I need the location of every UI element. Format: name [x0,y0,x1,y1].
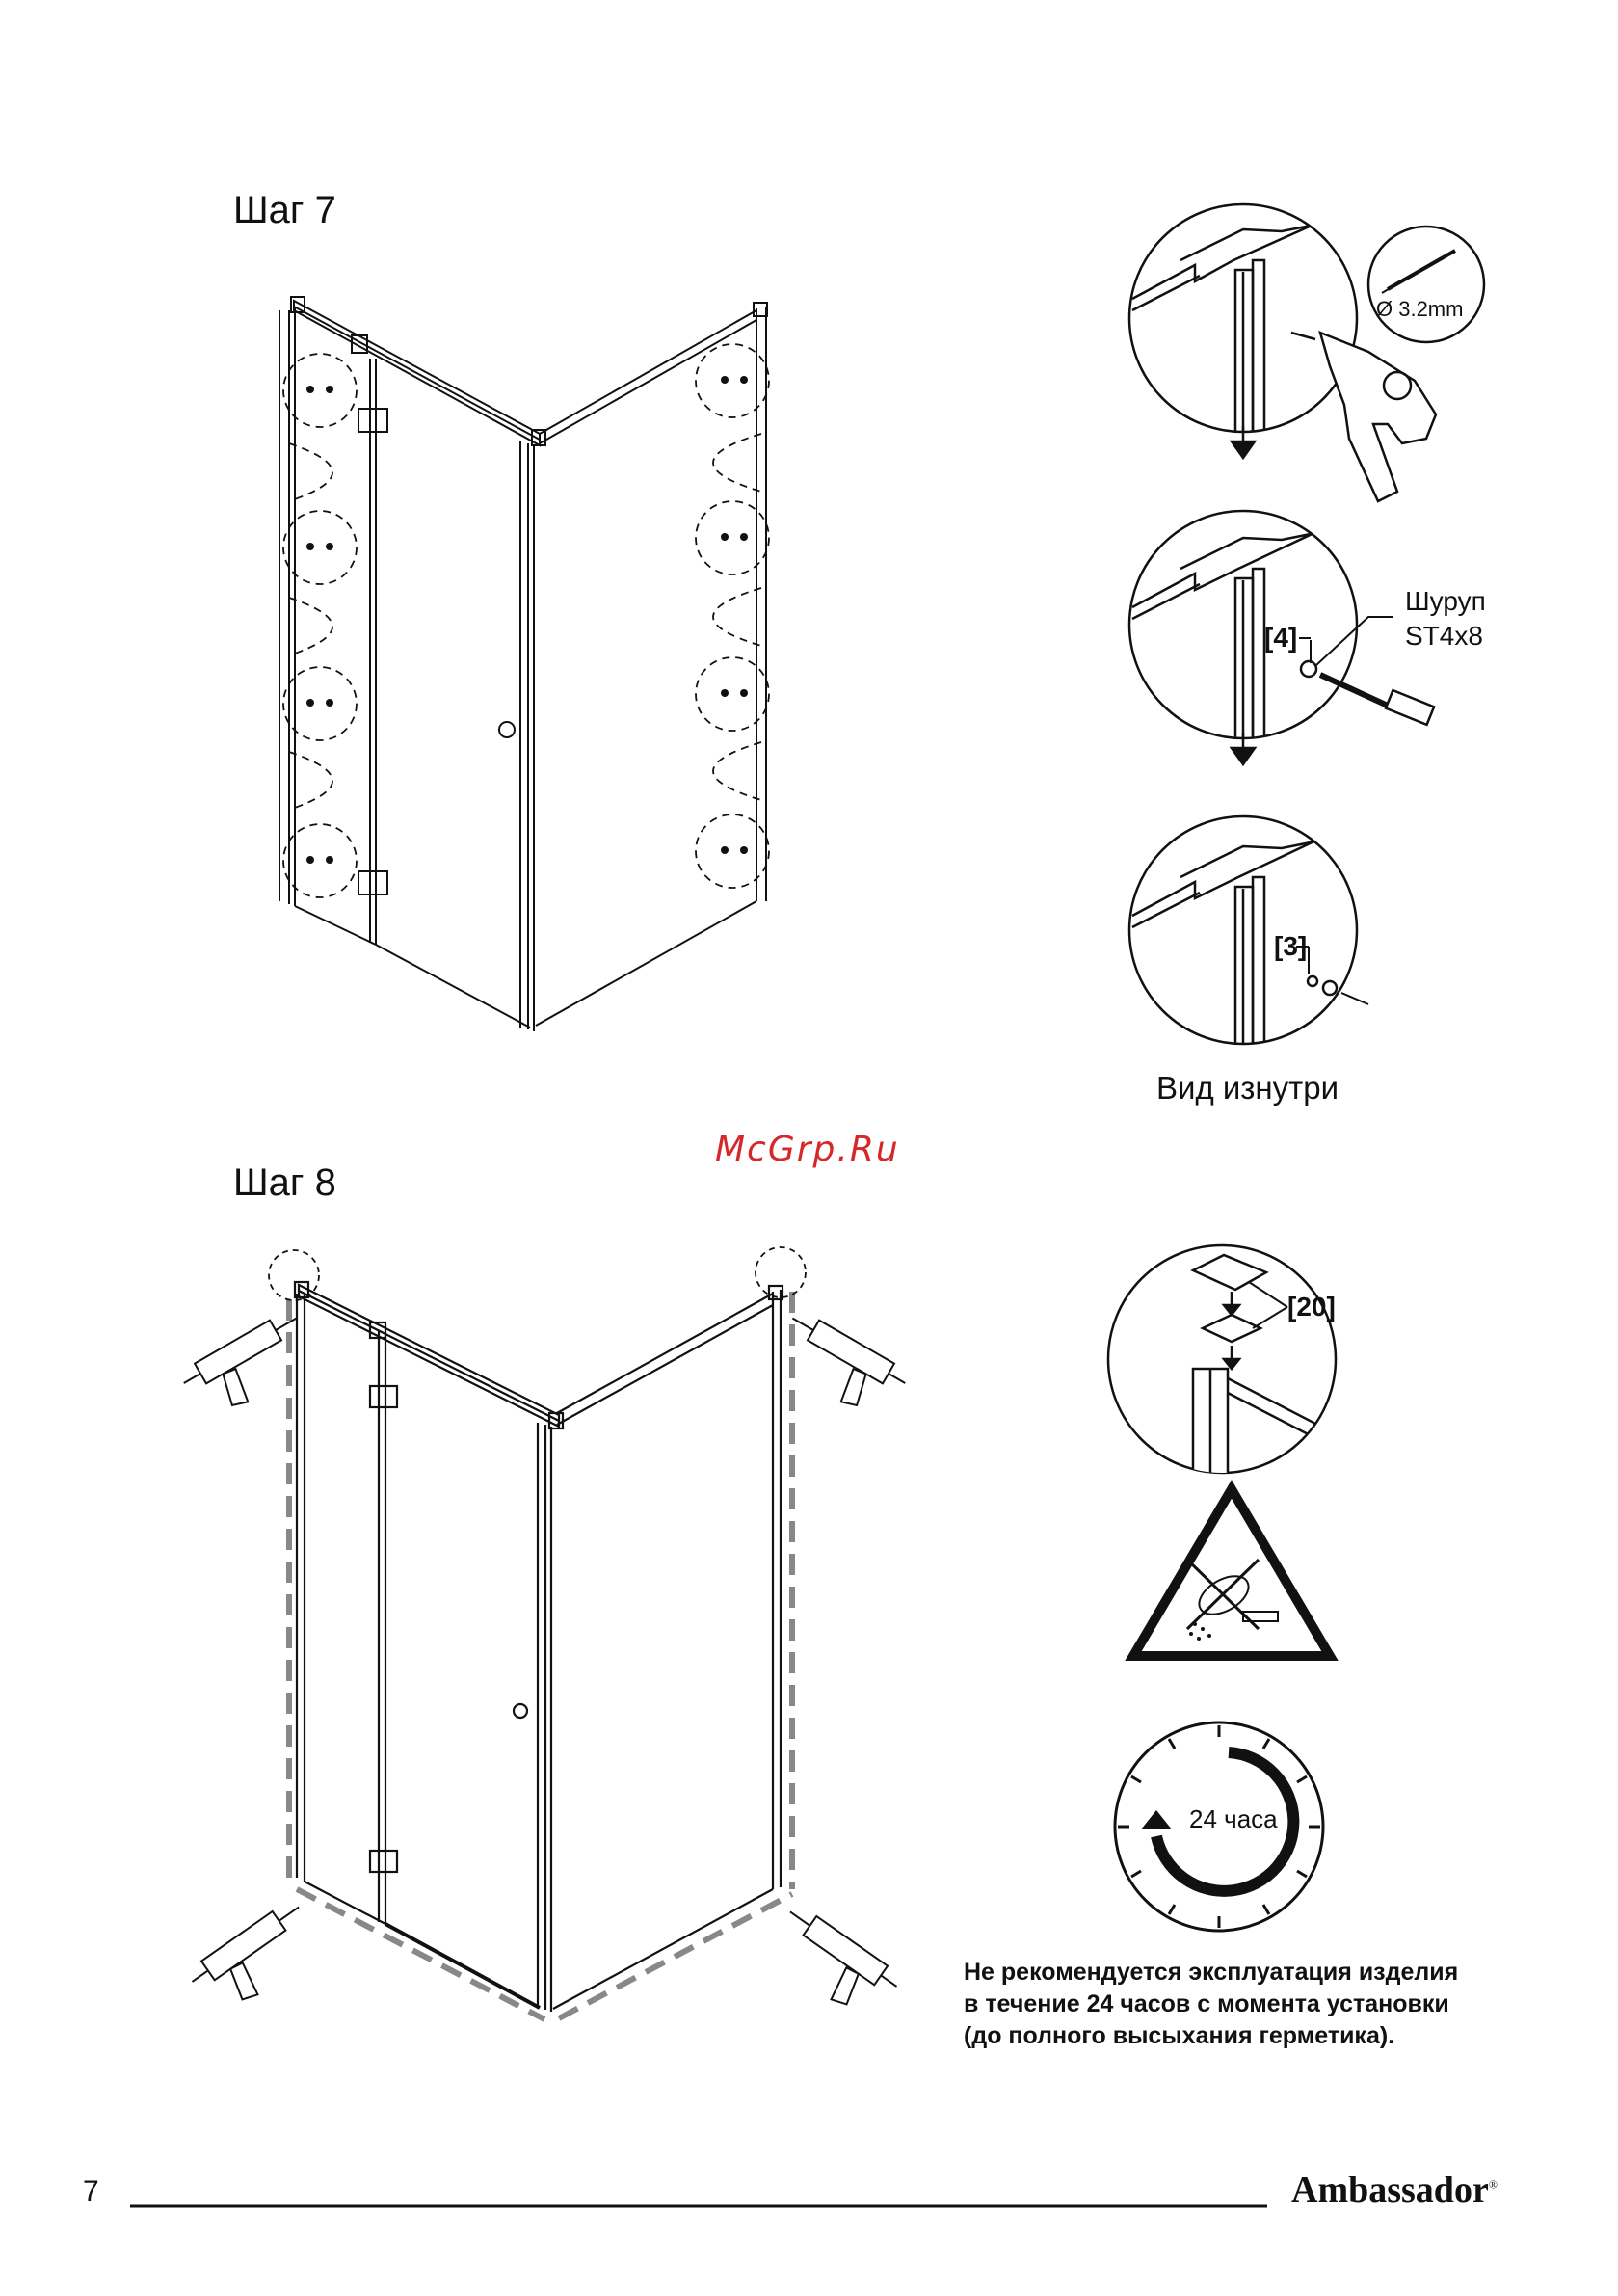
clock-label: 24 часа [1187,1804,1280,1834]
warning-triangle-icon [1133,1489,1330,1656]
brand-logo: Ambassador® [1291,2169,1498,2211]
usage-note-line1: Не рекомендуется эксплуатация изделия [964,1957,1458,1989]
step8-enclosure [269,1247,806,2019]
inside-view-caption: Вид изнутри [1156,1070,1339,1107]
part-20-label: [20] [1287,1292,1336,1322]
part-4-label: [4] [1264,623,1297,654]
brand-name: Ambassador [1291,2170,1489,2210]
detail-cap [1129,816,1368,1060]
screw-label-line1: Шуруп [1405,586,1486,617]
usage-note-line3: (до полного высыхания герметика). [964,2020,1458,2052]
detail-drill [1129,204,1484,501]
usage-note-line2: в течение 24 часов с момента установки [964,1989,1458,2020]
detail-cap-20 [1108,1245,1349,1494]
step7-enclosure [279,297,769,1031]
watermark: McGrp.Ru [715,1130,900,1169]
usage-note: Не рекомендуется эксплуатация изделия в … [964,1957,1458,2052]
drill-size-label: Ø 3.2mm [1376,297,1463,322]
screw-label-line2: ST4x8 [1405,621,1483,652]
step8-title: Шаг 8 [233,1161,336,1205]
part-3-label: [3] [1274,931,1307,962]
page-number: 7 [83,2176,99,2208]
step7-title: Шаг 7 [233,189,336,232]
brand-registered-mark: ® [1489,2177,1498,2191]
